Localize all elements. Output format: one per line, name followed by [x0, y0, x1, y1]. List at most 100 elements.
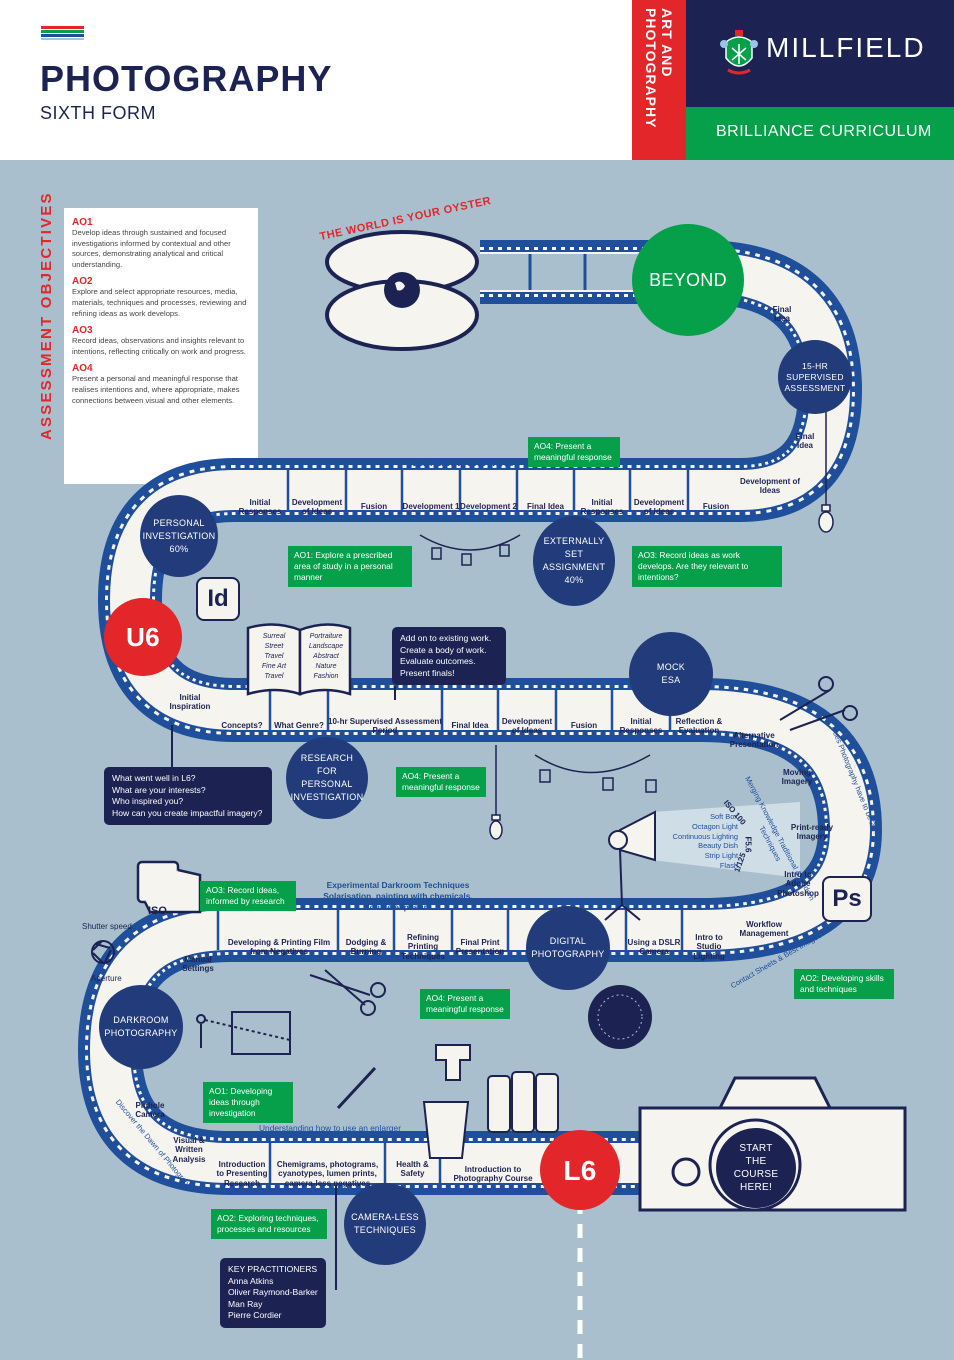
- aperture-icon: [91, 940, 115, 964]
- lighting-item: Soft Box: [710, 812, 738, 821]
- genre: Travel: [264, 673, 284, 680]
- genre: Street: [264, 643, 284, 650]
- milestone-u6: U6: [104, 598, 182, 676]
- frame-label: Initial Inspiration: [169, 692, 211, 712]
- row1-dividers: [286, 470, 690, 510]
- ao-code: AO2: [72, 276, 93, 288]
- frame-label: Print-ready Imagery: [790, 822, 834, 842]
- photoshop-sticker: Ps: [822, 876, 872, 922]
- frame-label: Manual Settings: [182, 954, 214, 974]
- start-course-button[interactable]: START THE COURSE HERE!: [716, 1128, 796, 1208]
- experimental-note: Experimental Darkroom Techniques Solaris…: [323, 880, 473, 912]
- lighting-item: Beauty Dish: [698, 841, 738, 851]
- genre: Nature: [315, 663, 337, 670]
- curriculum-label: BRILLIANCE CURRICULUM: [716, 123, 932, 140]
- genre: Portraiture: [309, 633, 343, 640]
- frame-label: Initial Responses: [580, 497, 624, 517]
- milestone-cameraless: CAMERA-LESS TECHNIQUES: [344, 1183, 426, 1265]
- milestone-digital: DIGITAL PHOTOGRAPHY: [526, 906, 610, 990]
- film-canister-icon: [136, 860, 202, 914]
- note-line: Create a body of work.: [400, 644, 487, 655]
- stripe-blue: [41, 34, 84, 37]
- frame-label: Introduction to Presenting Research: [216, 1159, 268, 1188]
- milestone-externally-set: EXTERNALLY SET ASSIGNMENT 40%: [533, 516, 615, 606]
- genre: Fashion: [313, 673, 339, 680]
- practitioners-title: KEY PRACTITIONERS: [228, 1264, 318, 1274]
- tap-jug-icon: [422, 1044, 471, 1159]
- oyster-icon: [325, 230, 479, 351]
- page-title: PHOTOGRAPHY: [40, 58, 333, 99]
- genre: Abstract: [313, 653, 339, 660]
- stripe-red: [41, 26, 84, 29]
- practitioner: Pierre Cordier: [228, 1310, 282, 1320]
- ao2-callout: AO2: Developing skills and techniques: [794, 969, 894, 999]
- frame-label: What Genre?: [274, 721, 324, 731]
- lens-cap-icon: [588, 985, 652, 1049]
- frame-label: Intro to Adobe Photoshop: [777, 869, 819, 898]
- frame-label: Development of Ideas: [501, 716, 553, 736]
- frame-label: Development 2: [460, 502, 517, 512]
- frame-label: Initial Responses: [619, 716, 663, 736]
- stripe-green: [41, 30, 84, 33]
- aperture-setting: F5.6: [743, 836, 753, 853]
- indesign-sticker: Id: [196, 577, 240, 621]
- frame-label: Visual & Written Analysis: [172, 1135, 206, 1164]
- scissors-icon: [309, 969, 386, 1016]
- note-line: What are your interests?: [112, 784, 206, 795]
- milestone-personal-investigation: PERSONAL INVESTIGATION 60%: [140, 495, 218, 577]
- ao-text: Present a personal and meaningful respon…: [72, 374, 240, 405]
- ao-code: AO4: [72, 363, 93, 375]
- frame-label: Using a DSLR Camera: [627, 937, 681, 957]
- frame-label: Development of Ideas: [291, 497, 343, 517]
- note-line: Evaluate outcomes.: [400, 656, 476, 666]
- crest-icon: [720, 30, 758, 75]
- brand-name: MILLFIELD: [766, 32, 926, 63]
- note-line: How can you create impactful imagery?: [112, 807, 263, 818]
- add-on-note: Add on to existing work.Create a body of…: [392, 627, 506, 685]
- frame-label: Workflow Management: [739, 919, 789, 939]
- frame-label: Reflection & Evaluation: [675, 716, 723, 736]
- frame-label: Pinhole Camera: [135, 1100, 165, 1120]
- note-line: Present finals!: [400, 667, 455, 678]
- questions-note: What went well in L6?What are your inter…: [104, 767, 272, 825]
- milestone-research: RESEARCH FOR PERSONAL INVESTIGATION: [286, 737, 368, 819]
- frame-label: Fusion: [360, 502, 388, 512]
- frame-label: Final Print Presentation: [455, 937, 505, 957]
- ao-code: AO3: [72, 325, 93, 337]
- ao2-callout: AO2: Exploring techniques, processes and…: [211, 1209, 327, 1239]
- curriculum-block: [686, 107, 954, 160]
- frame-label: Introduction to Photography Course: [453, 1164, 533, 1184]
- frame-label: Fusion: [570, 721, 598, 731]
- frame-label: Refining Printing Techniques: [401, 932, 445, 961]
- ao4-callout: AO4: Present a meaningful response: [396, 767, 486, 797]
- frame-label: Concepts?: [221, 721, 263, 731]
- genre: Surreal: [262, 633, 286, 640]
- lighting-item: Flash: [719, 860, 738, 870]
- stripe-light-blue: [41, 38, 84, 40]
- frame-label: Fusion: [702, 502, 730, 512]
- chemical-bottles-icon: [487, 1071, 559, 1133]
- aperture-label: Aperture: [91, 974, 122, 983]
- milestone-darkroom: DARKROOM PHOTOGRAPHY: [99, 985, 183, 1069]
- milestone-mock-esa: MOCK ESA: [629, 632, 713, 716]
- ao3-callout: AO3: Record ideas as work develops. Are …: [632, 546, 782, 587]
- milestone-l6: L6: [540, 1130, 620, 1210]
- photo-string-icon: [419, 534, 521, 566]
- enlarger-icon: [196, 1011, 291, 1055]
- practitioner: Anna Atkins: [228, 1275, 274, 1286]
- studio-light-icon: [604, 802, 800, 921]
- genre-book-icon: [246, 623, 352, 696]
- milestone-supervised: 15-HR SUPERVISED ASSESSMENT: [778, 340, 852, 414]
- practitioner: Oliver Raymond-Barker: [228, 1287, 318, 1297]
- lighting-item: Octagon Light: [691, 821, 738, 831]
- colour-stripes: [41, 26, 84, 41]
- lens-cap-ring: [597, 994, 643, 1040]
- scissors-icon: [779, 676, 858, 731]
- frame-label: Intro to Studio Lighting: [693, 932, 725, 961]
- practitioner: Man Ray: [228, 1298, 263, 1309]
- frame-label: Moving Imagery: [781, 767, 813, 787]
- ao4-callout: AO4: Present a meaningful response: [420, 989, 510, 1019]
- frame-label: Final Idea: [527, 502, 564, 512]
